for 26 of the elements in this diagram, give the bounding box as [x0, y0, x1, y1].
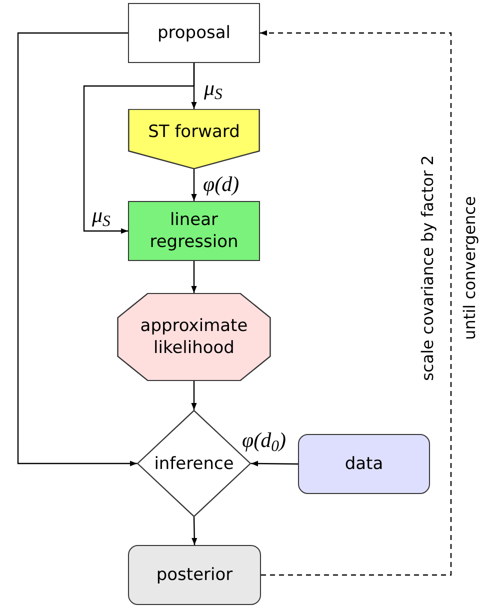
node-label: approximate likelihood — [139, 315, 249, 359]
node-label: posterior — [155, 564, 234, 586]
arrow — [192, 516, 198, 546]
process-pentagon — [128, 109, 260, 169]
node-label: proposal — [156, 22, 232, 44]
edge-label: μ$_{S}$ — [204, 76, 222, 100]
arrow — [251, 460, 298, 466]
node-label: data — [344, 453, 384, 475]
process-octagon — [117, 293, 271, 381]
arrow — [191, 381, 197, 410]
arrow — [83, 63, 195, 234]
edge-label: φ(d$_{0}$) — [242, 428, 286, 452]
arrow — [17, 32, 137, 466]
node-label: ST forward — [147, 121, 241, 143]
process-box — [128, 201, 260, 261]
node-label: linear regression — [148, 209, 240, 253]
edge-label: scale covariance by factor 2 until convergence — [417, 154, 480, 383]
edge-label: φ(d) — [203, 172, 240, 196]
process-box — [128, 3, 260, 63]
data-box — [298, 434, 430, 494]
arrow — [191, 169, 197, 201]
dashed-arrow — [260, 30, 452, 576]
arrow — [191, 261, 197, 293]
node-label: inference — [153, 452, 235, 474]
edge-label: μ$_{S}$ — [92, 203, 110, 227]
terminal-box — [128, 545, 261, 605]
